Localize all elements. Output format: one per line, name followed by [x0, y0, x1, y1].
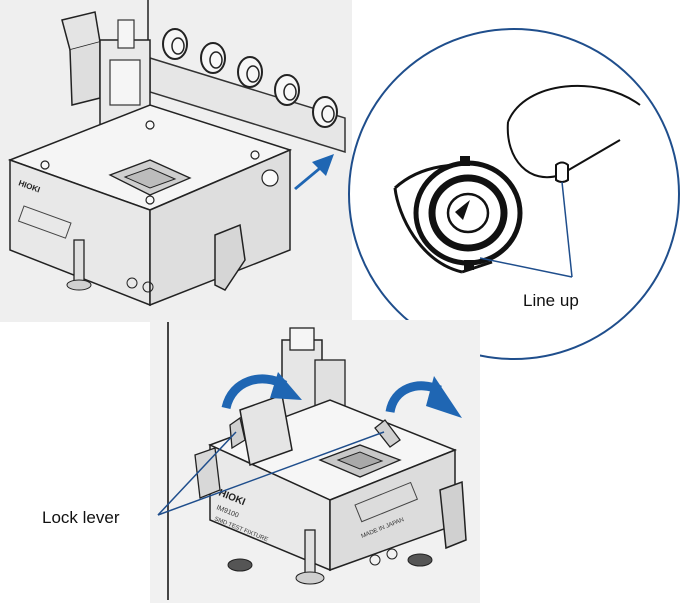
insert-direction-arrow — [294, 154, 334, 190]
top-fixture-illustration: HIOKI — [0, 0, 352, 322]
line-up-label: Line up — [523, 291, 579, 310]
rotation-arrow-left — [221, 372, 302, 410]
lock-lever-label: Lock lever — [42, 508, 120, 527]
magnified-callout — [348, 28, 680, 360]
rotation-arrow-right — [385, 376, 462, 418]
bottom-fixture-illustration: HIOKI IM9100 SMD TEST FIXTURE MADE IN JA… — [150, 320, 480, 603]
